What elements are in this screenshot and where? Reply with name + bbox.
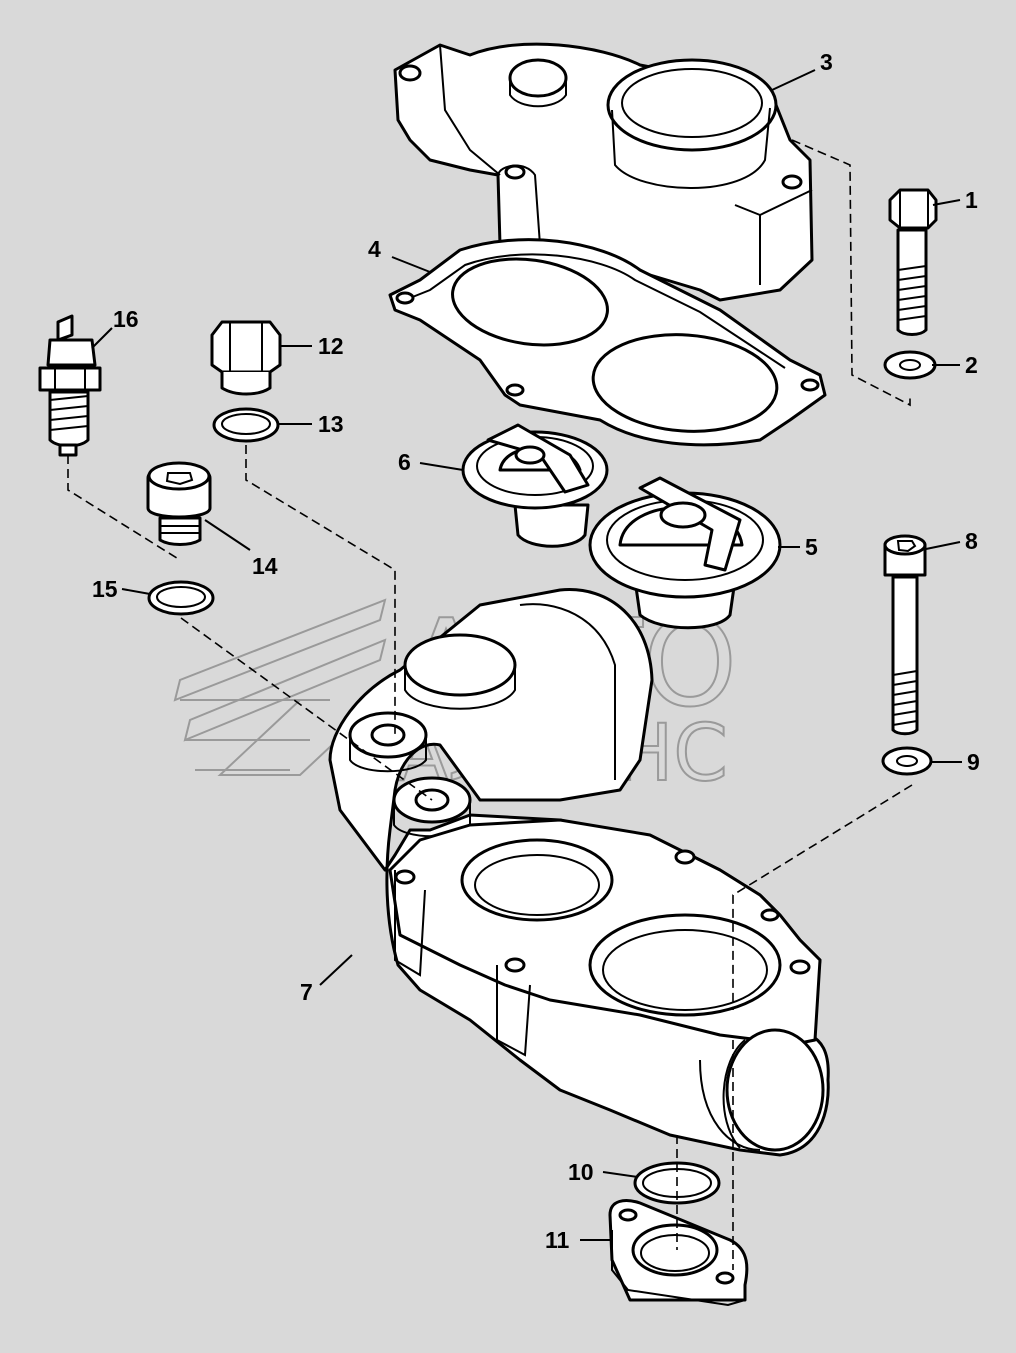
callout-5: 5	[805, 534, 818, 560]
callout-8: 8	[965, 528, 978, 554]
callout-12: 12	[318, 333, 344, 359]
callout-9: 9	[967, 749, 980, 775]
callout-14: 14	[252, 553, 278, 579]
callouts: 1 2 3 4 5 6 7 8 9 10 11 12 13 14 15 16	[91, 49, 980, 1253]
part-6-thermostat-small	[461, 423, 609, 548]
callout-6: 6	[398, 449, 411, 475]
callout-10: 10	[568, 1159, 594, 1185]
part-14-socket-plug	[146, 461, 212, 546]
part-16-temperature-sender	[38, 314, 102, 457]
callout-7: 7	[300, 979, 313, 1005]
watermark-emblem	[173, 598, 387, 776]
callout-3: 3	[820, 49, 833, 75]
part-8-socket-head-bolt	[883, 534, 927, 736]
callout-15: 15	[92, 576, 118, 602]
callout-11: 11	[545, 1227, 570, 1253]
assembly-lines	[67, 139, 913, 1270]
part-2-washer	[883, 350, 937, 380]
part-3-thermostat-housing-cover	[393, 42, 814, 302]
callout-16: 16	[113, 306, 139, 332]
callout-13: 13	[318, 411, 344, 437]
part-11-outlet-flange	[608, 1199, 749, 1307]
callout-1: 1	[965, 187, 978, 213]
callout-4: 4	[368, 236, 381, 262]
part-4-gasket	[388, 238, 827, 447]
part-1-bolt	[888, 188, 938, 336]
part-15-sealing-ring	[147, 580, 215, 616]
part-9-washer	[881, 746, 933, 776]
part-12-plug	[210, 320, 282, 396]
part-5-thermostat-large	[588, 476, 782, 630]
callout-2: 2	[965, 352, 978, 378]
part-7-thermostat-housing	[328, 588, 830, 1157]
part-13-sealing-ring	[212, 407, 280, 443]
